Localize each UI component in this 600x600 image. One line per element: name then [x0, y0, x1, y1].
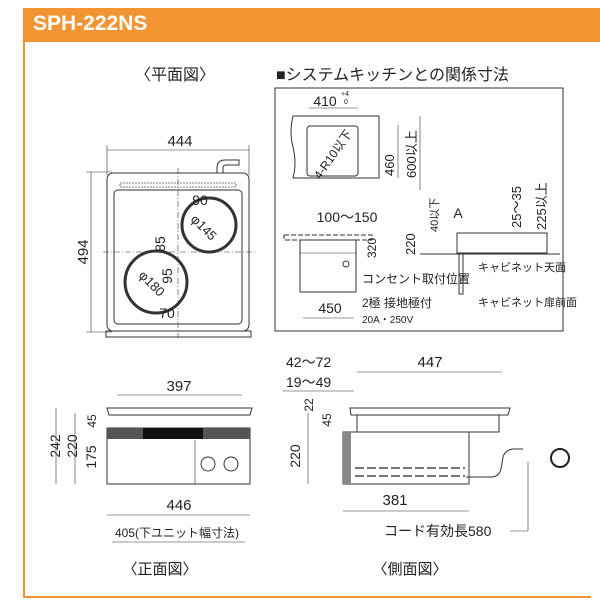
- front-view: 397 242 220 45 175 446 405(下ユニット幅寸法) 〈正面…: [47, 378, 253, 578]
- side-view-title: 〈側面図〉: [372, 561, 447, 578]
- cord-length-label: コード有効長580: [384, 523, 492, 539]
- cut-width-label: 410: [313, 93, 337, 109]
- side-range-42-72: 42〜72: [286, 354, 331, 370]
- plan-depth-label: 494: [75, 239, 92, 264]
- plan-view: 〈平面図〉 444 494 90 φ145 85 95 φ180 70: [75, 67, 256, 338]
- corner-radius-label: 4-R10以下: [311, 127, 355, 181]
- model-title: SPH-222NS: [33, 12, 148, 35]
- depth-min-label: 600以上: [404, 130, 419, 178]
- page-frame: [23, 8, 591, 598]
- tolerance-plus: +4: [341, 91, 349, 98]
- max40-label: 40以下: [429, 198, 441, 232]
- tolerance-zero: 0: [344, 99, 348, 106]
- range-25-35-label: 25〜35: [509, 186, 524, 228]
- kitchen-relation: ■システムキッチンとの関係寸法 410 +4 0 4-R10以下 460 600…: [274, 66, 577, 332]
- outlet-rating-label: 20A・250V: [362, 315, 413, 326]
- kitchen-title: ■システムキッチンとの関係寸法: [276, 66, 509, 84]
- front-view-title: 〈正面図〉: [122, 561, 197, 578]
- side-h45-label: 45: [320, 413, 334, 427]
- header-bar: SPH-222NS: [23, 8, 600, 42]
- cabinet-front-label: キャビネット扉前面: [478, 295, 577, 309]
- front-top-width-label: 397: [166, 378, 191, 395]
- front-h220-label: 220: [64, 434, 80, 458]
- cabinet-depth-label: 450: [318, 300, 342, 316]
- plan-dim-70: 70: [159, 305, 175, 321]
- cut-depth-label: 460: [382, 154, 397, 176]
- plan-dim-85: 85: [152, 236, 168, 252]
- side-body-depth-label: 381: [382, 492, 407, 509]
- outlet-range-label: 100〜150: [317, 209, 378, 225]
- outlet-spec-label: 2極 接地極付: [362, 295, 432, 310]
- plan-dim-95: 95: [159, 268, 175, 284]
- plan-view-title: 〈平面図〉: [135, 67, 215, 84]
- plan-width-label: 444: [167, 133, 192, 150]
- side-h220-label: 220: [287, 444, 303, 468]
- front-h175-label: 175: [83, 445, 99, 469]
- min225-label: 225以上: [534, 182, 549, 230]
- side-h22-label: 22: [302, 398, 316, 412]
- outlet-height-label: 320: [365, 238, 379, 258]
- side-depth-label: 447: [417, 354, 442, 371]
- height-220-label: 220: [403, 233, 418, 255]
- plan-dim-90: 90: [192, 192, 208, 208]
- side-view: 42〜72 447 19〜49 22 45 220 381 コード有効長580 …: [283, 354, 570, 578]
- a-label: A: [453, 205, 463, 221]
- unit-width-label: 405(下ユニット幅寸法): [115, 525, 239, 540]
- cabinet-top-label: キャビネット天面: [478, 261, 566, 274]
- side-range-19-49: 19〜49: [286, 374, 331, 390]
- front-h242-label: 242: [47, 434, 63, 458]
- outlet-position-label: コンセント取付位置: [362, 271, 470, 286]
- front-h45-label: 45: [85, 414, 99, 428]
- front-width-label: 446: [166, 497, 191, 514]
